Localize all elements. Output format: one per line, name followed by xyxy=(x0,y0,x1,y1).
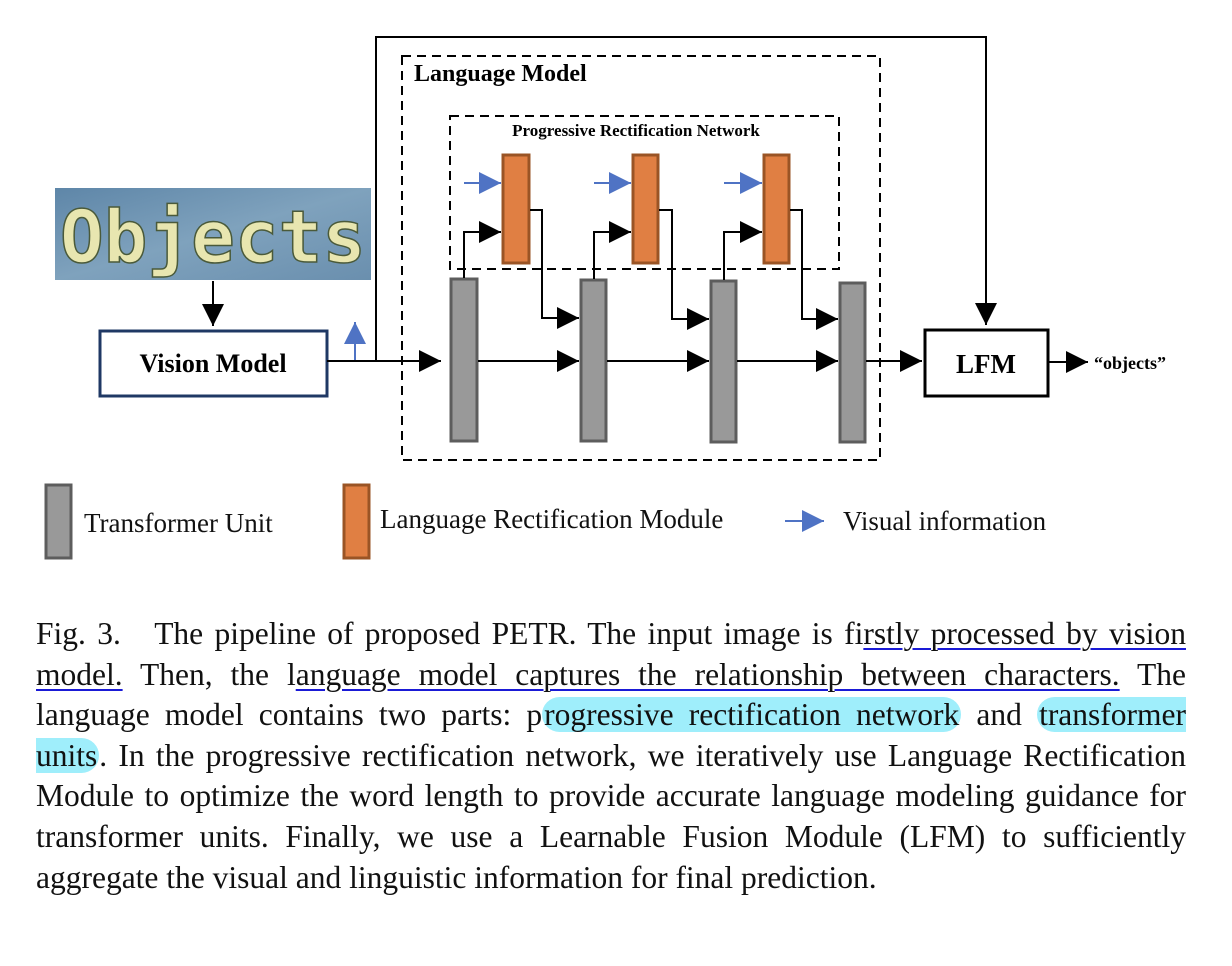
lfm-box xyxy=(923,328,1050,398)
caption-sentence-2: Then, the l xyxy=(122,656,296,692)
caption-underline-1: rstly processed by vision model. xyxy=(36,616,1186,692)
input-image-text: Objects xyxy=(60,195,366,279)
caption-sentence-1: The pipeline of proposed PETR. The input… xyxy=(154,616,864,651)
vision-model-label: Vision Model xyxy=(139,349,286,378)
language-model-box xyxy=(401,55,881,461)
lrm-2 xyxy=(631,153,660,265)
lrm1-to-tu2-arrow xyxy=(530,209,579,329)
lrm-3 xyxy=(762,153,791,265)
language-model-label: Language Model xyxy=(414,61,587,87)
caption-highlight-1: rogressive rectification network xyxy=(542,697,962,733)
input-image: Objects xyxy=(55,188,371,280)
legend-transformer-swatch xyxy=(44,483,73,560)
lfm-label: LFM xyxy=(956,349,1016,379)
transformer-unit-1 xyxy=(449,277,479,443)
tu1-to-lrm1-arrow xyxy=(463,221,501,278)
output-label: “objects” xyxy=(1094,353,1166,373)
tu2-to-lrm2-arrow xyxy=(593,221,631,279)
legend-transformer-label: Transformer Unit xyxy=(84,508,273,538)
caption-underline-2: anguage model captures the relationship … xyxy=(295,656,1120,692)
figure-caption: Fig. 3. The pipeline of proposed PETR. T… xyxy=(36,614,1186,898)
caption-sentence-5: . In the progressive rectification netwo… xyxy=(36,737,1186,895)
legend-lrm-label: Language Rectification Module xyxy=(380,504,723,534)
transformer-unit-3 xyxy=(709,279,738,444)
skip-connection-to-lfm xyxy=(375,36,997,361)
caption-fig-label: Fig. 3. xyxy=(36,616,121,651)
prn-box xyxy=(449,115,840,270)
tu3-to-lrm3-arrow xyxy=(723,221,762,280)
caption-sentence-4: and xyxy=(961,697,1038,733)
lrm3-to-tu4-arrow xyxy=(790,209,838,330)
transformer-unit-2 xyxy=(579,278,608,443)
legend-visual-label: Visual information xyxy=(843,506,1047,536)
lrm2-to-tu3-arrow xyxy=(659,209,709,330)
lrm-1 xyxy=(501,153,531,265)
transformer-unit-4 xyxy=(838,281,867,444)
pipeline-diagram: Objects Vision Model Language Model Prog… xyxy=(44,36,1166,560)
legend: Transformer Unit Language Rectification … xyxy=(44,483,1047,560)
prn-label: Progressive Rectification Network xyxy=(512,121,760,140)
caption-sentence-3: The language model contains two parts: p xyxy=(36,656,1187,733)
vision-model-box xyxy=(98,329,329,398)
legend-lrm-swatch xyxy=(342,483,371,560)
